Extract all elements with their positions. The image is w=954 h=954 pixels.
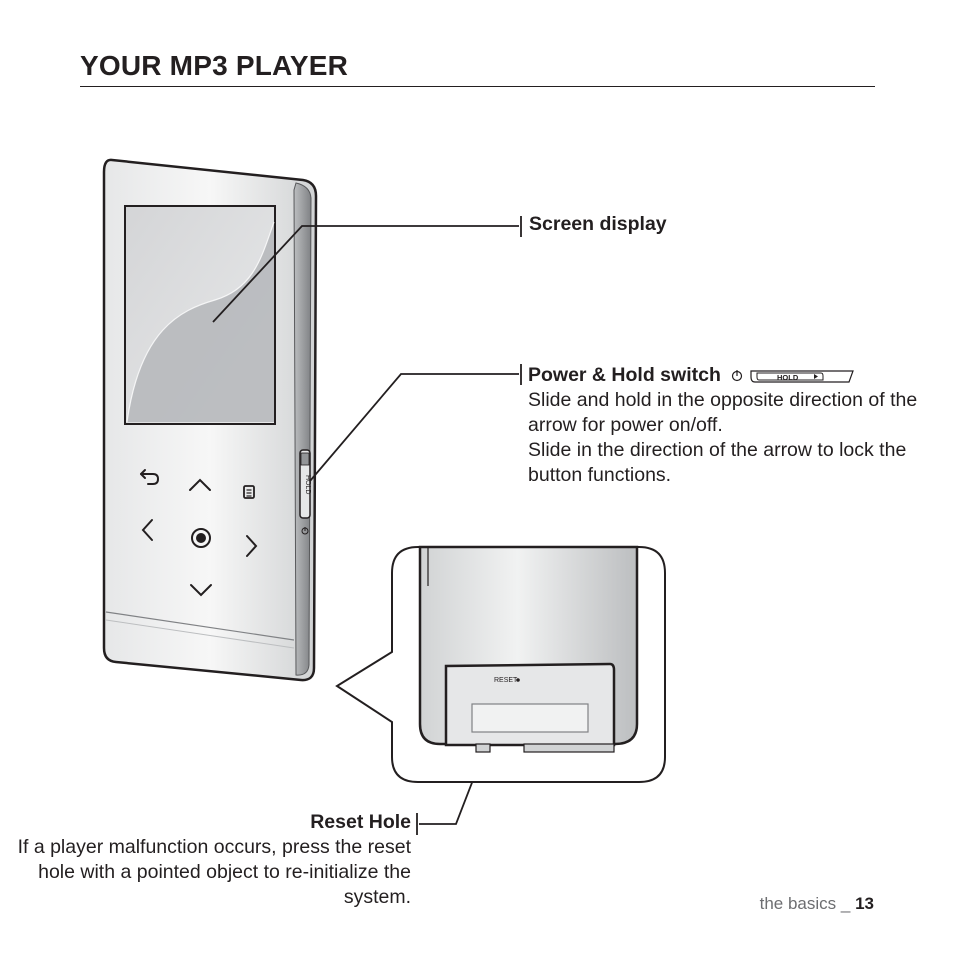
power-label-row: Power & Hold switch HOLD [528,363,938,388]
page-footer: the basics _ 13 [760,894,874,914]
power-hold-desc-1: Slide and hold in the opposite direction… [528,389,918,436]
back-icon[interactable] [140,469,159,485]
menu-icon[interactable] [243,485,255,499]
power-hold-label: Power & Hold switch [528,364,721,386]
screen-display-callout: Screen display [529,212,667,237]
page-number: 13 [855,894,874,913]
hold-switch-text: HOLD [777,373,799,382]
select-icon[interactable] [191,528,211,548]
power-hold-switch[interactable]: HOLD [299,449,311,535]
reset-label-small: RESET [494,677,518,684]
reset-hole-callout: Reset Hole If a player malfunction occur… [0,810,411,910]
footer-section: the basics _ [759,894,856,913]
up-icon[interactable] [189,478,211,491]
screen-display-label: Screen display [529,213,667,235]
power-icon [301,527,309,535]
right-icon[interactable] [246,535,258,557]
screen-display [124,205,276,425]
down-icon[interactable] [190,584,212,597]
reset-hole-label: Reset Hole [310,811,411,833]
power-hold-desc-2: Slide in the direction of the arrow to l… [528,439,907,486]
reset-zoom-callout: RESET [335,545,666,783]
left-icon[interactable] [141,519,153,541]
title-rule [80,86,875,87]
page-title: YOUR MP3 PLAYER [80,50,349,81]
reset-hole-desc: If a player malfunction occurs, press th… [17,836,411,908]
hold-switch-icon: HOLD [731,369,854,383]
reset-hole[interactable] [516,678,520,682]
leader-lines [212,216,522,835]
power-icon [731,369,742,381]
power-hold-callout: Power & Hold switch HOLD Slide and hold … [528,363,938,488]
hold-label-vertical: HOLD [304,475,311,494]
